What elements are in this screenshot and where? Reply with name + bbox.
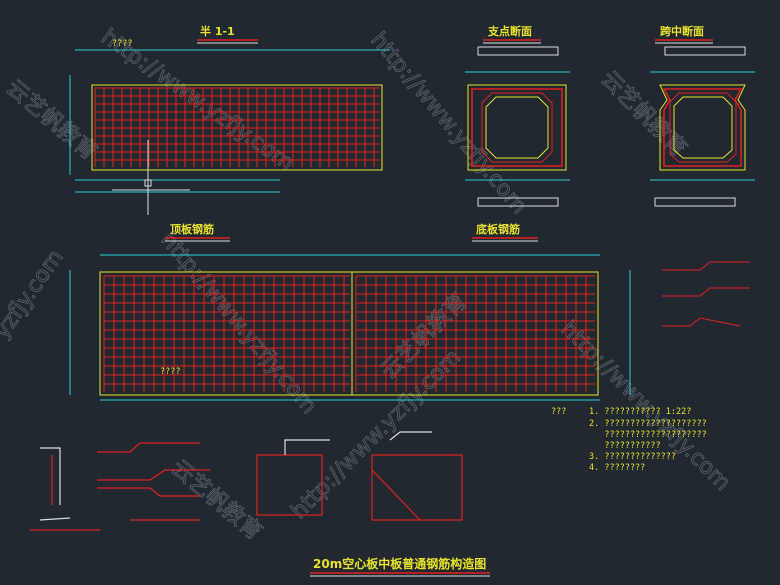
rebar-details-bottom	[30, 431, 463, 531]
midspan-section-title: 跨中断面	[660, 24, 704, 38]
note-1: 1. ??????????? 1:22?	[589, 407, 691, 417]
top-slab-title: 顶板钢筋	[170, 222, 214, 236]
watermark: 云艺帆教育	[1, 75, 101, 165]
note-4: 4. ????????	[589, 463, 645, 473]
rebar-grid	[94, 87, 380, 167]
section-tag: ????	[112, 39, 132, 49]
midspan-section	[650, 46, 755, 207]
support-section-title: 支点断面	[487, 24, 532, 38]
bottom-slab-title: 底板钢筋	[476, 222, 520, 236]
watermark: http://www.yzfjy.com	[155, 228, 321, 419]
half-section-1-1: ????	[69, 39, 390, 215]
note-2-cont: ???????????	[589, 441, 661, 451]
rebar-grid	[355, 275, 595, 392]
watermark: 云艺帆教育	[166, 455, 266, 545]
slab-rebar-plan: ????	[69, 254, 631, 401]
bend-details-right	[662, 261, 750, 327]
watermark: yzfjy.com	[0, 245, 69, 343]
note-2-cont: ????????????????????	[589, 430, 707, 440]
notes-heading: ???	[551, 407, 566, 417]
notes: ??? 1. ??????????? 1:22? 2. ????????????…	[551, 407, 707, 473]
support-section	[465, 46, 570, 207]
plan-tag: ????	[160, 367, 180, 377]
half-section-title: 半 1-1	[200, 24, 235, 38]
watermark: http://www.yzfjy.com	[365, 28, 531, 219]
note-2: 2. ????????????????????	[589, 419, 707, 429]
rebar-grid	[103, 275, 350, 392]
drawing-title: 20m空心板中板普通钢筋构造图	[313, 556, 486, 571]
watermark: 云艺帆教育	[596, 67, 691, 162]
note-3: 3. ??????????????	[589, 452, 676, 462]
